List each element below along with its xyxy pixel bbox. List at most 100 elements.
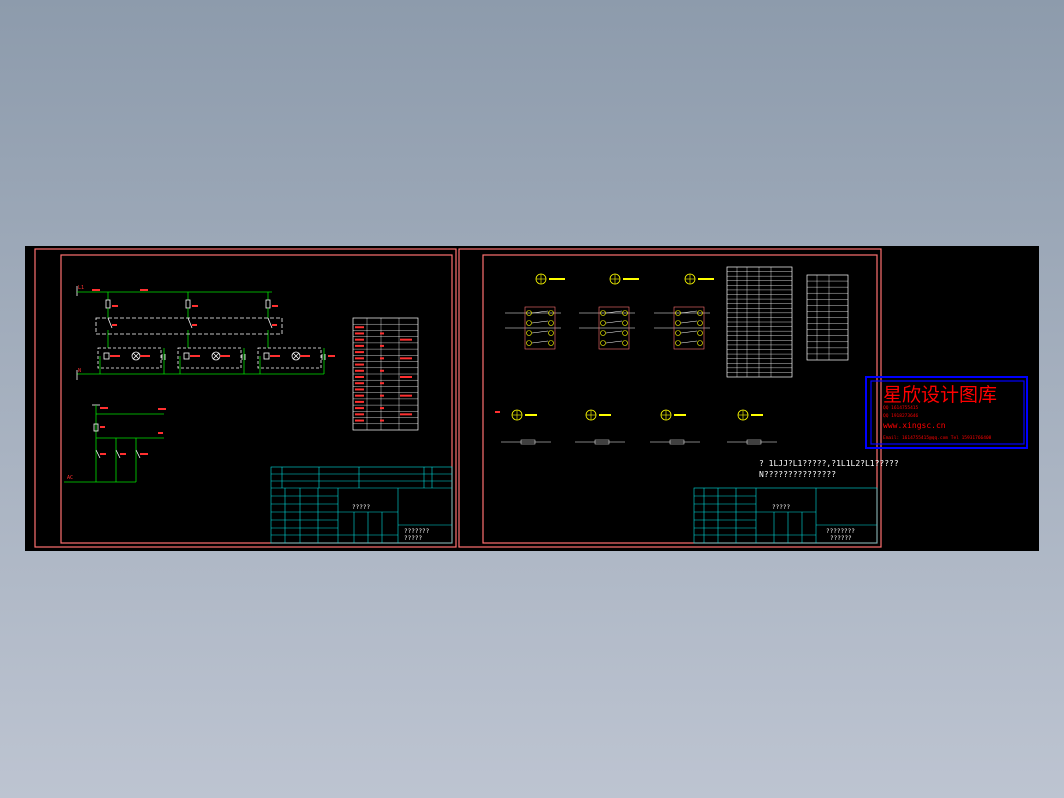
title-block-right-code2: ??????	[830, 535, 852, 542]
title-block-left-text: ????? ??????? ?????	[352, 504, 430, 542]
wiring-box	[594, 439, 610, 445]
title-block-left	[270, 466, 453, 544]
table-cell-mark	[355, 400, 364, 403]
power-label: AC	[67, 475, 73, 481]
contact-icon	[600, 320, 606, 326]
source-label: L1	[78, 285, 84, 291]
symbol-caption	[674, 414, 686, 416]
contact-icon	[697, 340, 703, 346]
title-block-left-code: ???????	[404, 528, 430, 535]
contact-icon	[675, 340, 681, 346]
contact-icon	[548, 320, 554, 326]
contact-line	[605, 340, 623, 344]
table-cell-mark	[400, 338, 412, 341]
contact-icon	[622, 310, 628, 316]
contact-icon	[622, 340, 628, 346]
table-cell-mark	[400, 394, 412, 397]
three-phase-lamp-circuit	[76, 286, 325, 380]
component-table-3	[806, 274, 849, 361]
table-cell-mark	[355, 332, 364, 335]
watermark-url: www.xingsc.cn	[883, 421, 946, 430]
table-cell-mark	[400, 357, 412, 360]
circuit-labels: L1 N	[78, 285, 335, 374]
contact-icon	[697, 320, 703, 326]
contact-block	[524, 306, 556, 350]
table-cell-mark	[380, 344, 384, 347]
model-space-area	[25, 246, 1039, 551]
watermark-title: 星欣设计图库	[883, 384, 997, 406]
contact-line	[605, 310, 623, 314]
contact-icon	[600, 340, 606, 346]
sheet-1-inner-frame	[60, 254, 453, 544]
symbol-caption	[549, 278, 565, 280]
table-cell-mark	[380, 357, 384, 360]
table-cell-mark	[380, 369, 384, 372]
table-cell-mark	[355, 363, 364, 366]
note-line-1: ? 1LJJ?L1?????,?1L1L2?L1?????	[759, 459, 899, 468]
title-block-right-code: ????????	[826, 528, 855, 535]
table-cell-mark	[380, 332, 384, 335]
table-cell-mark	[355, 344, 364, 347]
contact-block	[673, 306, 705, 350]
table-cell-mark	[355, 351, 364, 354]
table-cell-mark	[380, 394, 384, 397]
wiring-box	[520, 439, 536, 445]
table-cell-mark	[355, 376, 364, 378]
table-cell-mark	[355, 394, 364, 397]
wiring-box	[669, 439, 685, 445]
watermark-stamp: 星欣设计图库 QQ 1614755415 QQ 1918273646 www.x…	[865, 376, 1028, 449]
watermark-line-2: QQ 1918273646	[883, 413, 919, 419]
symbol-caption	[525, 414, 537, 416]
table-cell-mark	[355, 382, 364, 385]
sheet-1[interactable]: L1 N AC	[34, 248, 457, 548]
lamp-symbols-row	[495, 409, 777, 445]
contact-line	[531, 340, 549, 344]
table-cell-mark	[355, 413, 364, 416]
symbol-caption	[623, 278, 639, 280]
contact-icon	[675, 320, 681, 326]
contact-line	[605, 320, 623, 324]
title-block-right	[693, 487, 878, 544]
symbol-caption	[751, 414, 763, 416]
contact-icon	[675, 330, 681, 336]
table-cell-mark	[355, 338, 364, 341]
symbol-caption	[599, 414, 611, 416]
contact-icon	[600, 310, 606, 316]
lamp-units	[97, 347, 326, 369]
contact-line	[531, 330, 549, 334]
contact-line	[605, 330, 623, 334]
table-cell-mark	[355, 369, 364, 372]
contact-line	[680, 310, 698, 314]
control-labels: AC	[67, 407, 166, 481]
lamp-row-marker	[495, 411, 500, 413]
watermark-line-1: QQ 1614755415	[883, 405, 919, 411]
table-cell-mark	[400, 376, 412, 378]
contact-block	[598, 306, 630, 350]
contact-icon	[697, 330, 703, 336]
sheet-2[interactable]: ? 1LJJ?L1?????,?1L1L2?L1????? N?????????…	[458, 248, 899, 548]
table-cell-mark	[355, 419, 364, 422]
control-circuit	[64, 404, 164, 483]
contact-icon	[548, 340, 554, 346]
title-block-right-text: ????? ???????? ??????	[772, 504, 855, 542]
component-table-2	[726, 266, 793, 378]
contact-line	[531, 310, 549, 314]
contact-line	[680, 320, 698, 324]
contact-icon	[600, 330, 606, 336]
title-block-right-title: ?????	[772, 504, 790, 511]
contact-icon	[548, 310, 554, 316]
dashed-switch-group	[95, 317, 283, 335]
sheet-2-outer-frame	[458, 248, 882, 548]
wiring-box	[746, 439, 762, 445]
contact-icon	[526, 320, 532, 326]
contact-line	[531, 320, 549, 324]
contact-icon	[622, 320, 628, 326]
sheet-1-outer-frame	[34, 248, 457, 548]
contact-line	[680, 340, 698, 344]
contact-icon	[526, 310, 532, 316]
table-cell-mark	[380, 407, 384, 410]
contact-icon	[622, 330, 628, 336]
technical-note: ? 1LJJ?L1?????,?1L1L2?L1????? N?????????…	[759, 459, 899, 479]
sheet-2-inner-frame	[482, 254, 878, 544]
